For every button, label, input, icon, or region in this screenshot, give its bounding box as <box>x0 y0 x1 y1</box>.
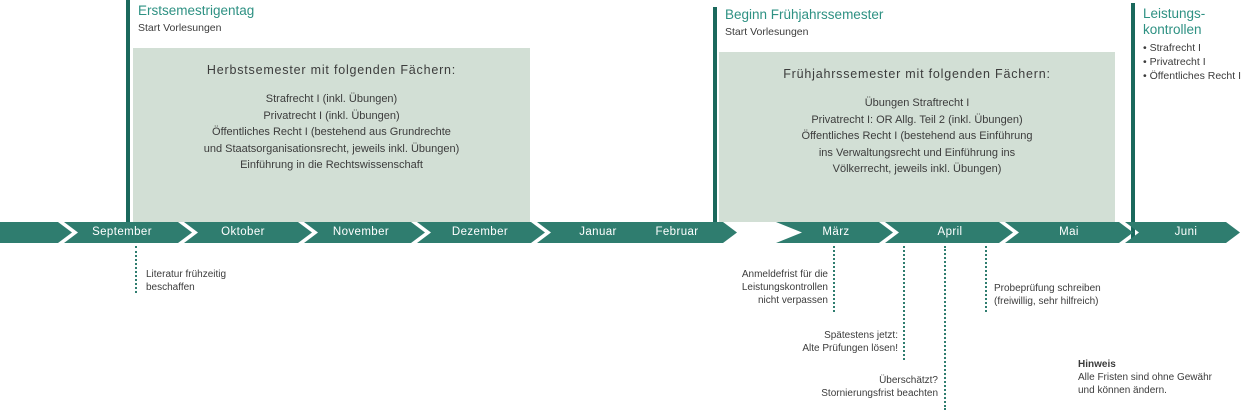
leader-line-anmeldefrist <box>833 246 835 312</box>
month-label: Oktober <box>221 226 265 238</box>
course-line: ins Verwaltungsrecht und Einführung ins <box>818 146 1016 159</box>
annotation-line: beschaffen <box>146 282 195 293</box>
annotation-line: Spätestens jetzt: <box>824 330 898 341</box>
note-line: und können ändern. <box>1078 385 1167 396</box>
timeline-segment-april <box>885 222 1013 243</box>
annotation-anmeldefrist: Anmeldefrist für die Leistungskontrollen… <box>688 268 828 307</box>
annotation-probepruefung: Probeprüfung schreiben (freiwillig, sehr… <box>994 282 1101 308</box>
course-line: Einführung in die Rechtswissenschaft <box>240 159 423 171</box>
event-subtitle: Start Vorlesungen <box>138 22 222 34</box>
herbstsemester-box: Herbstsemester mit folgenden Fächern: St… <box>133 48 530 222</box>
month-label: April <box>937 226 963 238</box>
annotation-stornierungsfrist: Überschätzt? Stornierungsfrist beachten <box>798 374 938 400</box>
month-label: Mai <box>1059 226 1079 238</box>
timeline-semester-break-gap <box>729 222 802 243</box>
event-title: Erstsemestrigentag <box>138 3 255 18</box>
course-line: Öffentliches Recht I (bestehend aus Grun… <box>212 126 451 138</box>
panel-bullet-list: Strafrecht I Privatrecht I Öffentliches … <box>1143 41 1245 83</box>
month-label: März <box>822 226 850 238</box>
annotation-line: Stornierungsfrist beachten <box>821 388 938 399</box>
annotation-line: nicht verpassen <box>757 295 828 306</box>
event-marker-line-fruehjahrssemester <box>713 7 717 222</box>
annotation-line: Leistungskontrollen <box>741 282 828 293</box>
course-line: Übungen Straftrecht I <box>864 97 970 109</box>
event-subtitle: Start Vorlesungen <box>725 26 809 38</box>
list-item: Privatrecht I <box>1143 55 1245 69</box>
month-label: Dezember <box>451 226 509 238</box>
fruehjahrssemester-box: Frühjahrssemester mit folgenden Fächern:… <box>719 52 1115 222</box>
course-line: Privatrecht I (inkl. Übungen) <box>263 109 400 122</box>
panel-title-line2: kontrollen <box>1143 22 1202 37</box>
course-line: Öffentliches Recht I (bestehend aus Einf… <box>801 130 1033 142</box>
semester-box-title: Frühjahrssemester mit folgenden Fächern: <box>783 67 1051 81</box>
annotation-literatur: Literatur frühzeitig beschaffen <box>146 268 226 294</box>
leader-line-literatur <box>135 246 137 293</box>
list-item: Strafrecht I <box>1143 41 1245 55</box>
timeline-segment-juni <box>1125 222 1240 243</box>
course-line: Privatrecht I: OR Allg. Teil 2 (inkl. Üb… <box>811 113 1023 126</box>
note-title: Hinweis <box>1078 359 1116 370</box>
month-label: Juni <box>1174 226 1198 238</box>
event-title: Beginn Frühjahrssemester <box>725 7 884 22</box>
leistungskontrollen-panel: Leistungs- kontrollen Strafrecht I Priva… <box>1143 6 1245 83</box>
course-list: Strafrecht I (inkl. Übungen) Privatrecht… <box>133 91 530 174</box>
panel-title: Leistungs- kontrollen <box>1143 6 1245 38</box>
timeline-segment-oktober <box>184 222 312 243</box>
timeline-segment-januar-februar <box>537 222 737 243</box>
event-marker-line-leistungskontrollen <box>1131 3 1135 243</box>
event-header-beginn-fruehjahrssemester: Beginn Frühjahrssemester Start Vorlesung… <box>725 7 883 38</box>
event-marker-line-erstsemestrigentag <box>126 0 130 222</box>
leader-line-probepruefung <box>985 246 987 312</box>
annotation-line: Alte Prüfungen lösen! <box>802 343 898 354</box>
timeline-segment-september <box>64 222 192 243</box>
timeline-segment-januar-februar <box>417 222 545 243</box>
semester-box-title: Herbstsemester mit folgenden Fächern: <box>206 63 457 77</box>
annotation-line: Literatur frühzeitig <box>146 269 227 280</box>
annotation-alte-pruefungen: Spätestens jetzt: Alte Prüfungen lösen! <box>758 329 898 355</box>
month-label: November <box>332 226 390 238</box>
annotation-line: Überschätzt? <box>879 375 938 386</box>
event-header-erstsemestrigentag: Erstsemestrigentag Start Vorlesungen <box>138 3 254 34</box>
course-line: und Staatsorganisationsrecht, jeweils in… <box>203 142 460 155</box>
timeline-segment-november <box>304 222 425 243</box>
month-label: Februar <box>655 226 699 238</box>
hinweis-note: Hinweis Alle Fristen sind ohne Gewähr un… <box>1078 358 1228 397</box>
annotation-line: (freiwillig, sehr hilfreich) <box>994 296 1099 307</box>
panel-title-line1: Leistungs- <box>1143 6 1206 21</box>
list-item: Öffentliches Recht I <box>1143 69 1245 83</box>
leader-line-alte-pruefungen <box>903 246 905 360</box>
timeline-segment-maerz <box>766 222 893 243</box>
timeline-segment-start <box>0 222 72 243</box>
note-line: Alle Fristen sind ohne Gewähr <box>1078 372 1212 383</box>
course-line: Strafrecht I (inkl. Übungen) <box>265 93 398 105</box>
timeline-segment-mai <box>1005 222 1133 243</box>
course-line: Völkerrecht, jeweils inkl. Übungen) <box>832 163 1002 175</box>
leader-line-stornierungsfrist <box>944 246 946 410</box>
course-list: Übungen Straftrecht I Privatrecht I: OR … <box>719 95 1115 178</box>
annotation-line: Anmeldefrist für die <box>741 269 828 280</box>
month-label: Januar <box>579 226 617 238</box>
month-label: September <box>92 226 152 238</box>
annotation-line: Probeprüfung schreiben <box>994 283 1101 294</box>
